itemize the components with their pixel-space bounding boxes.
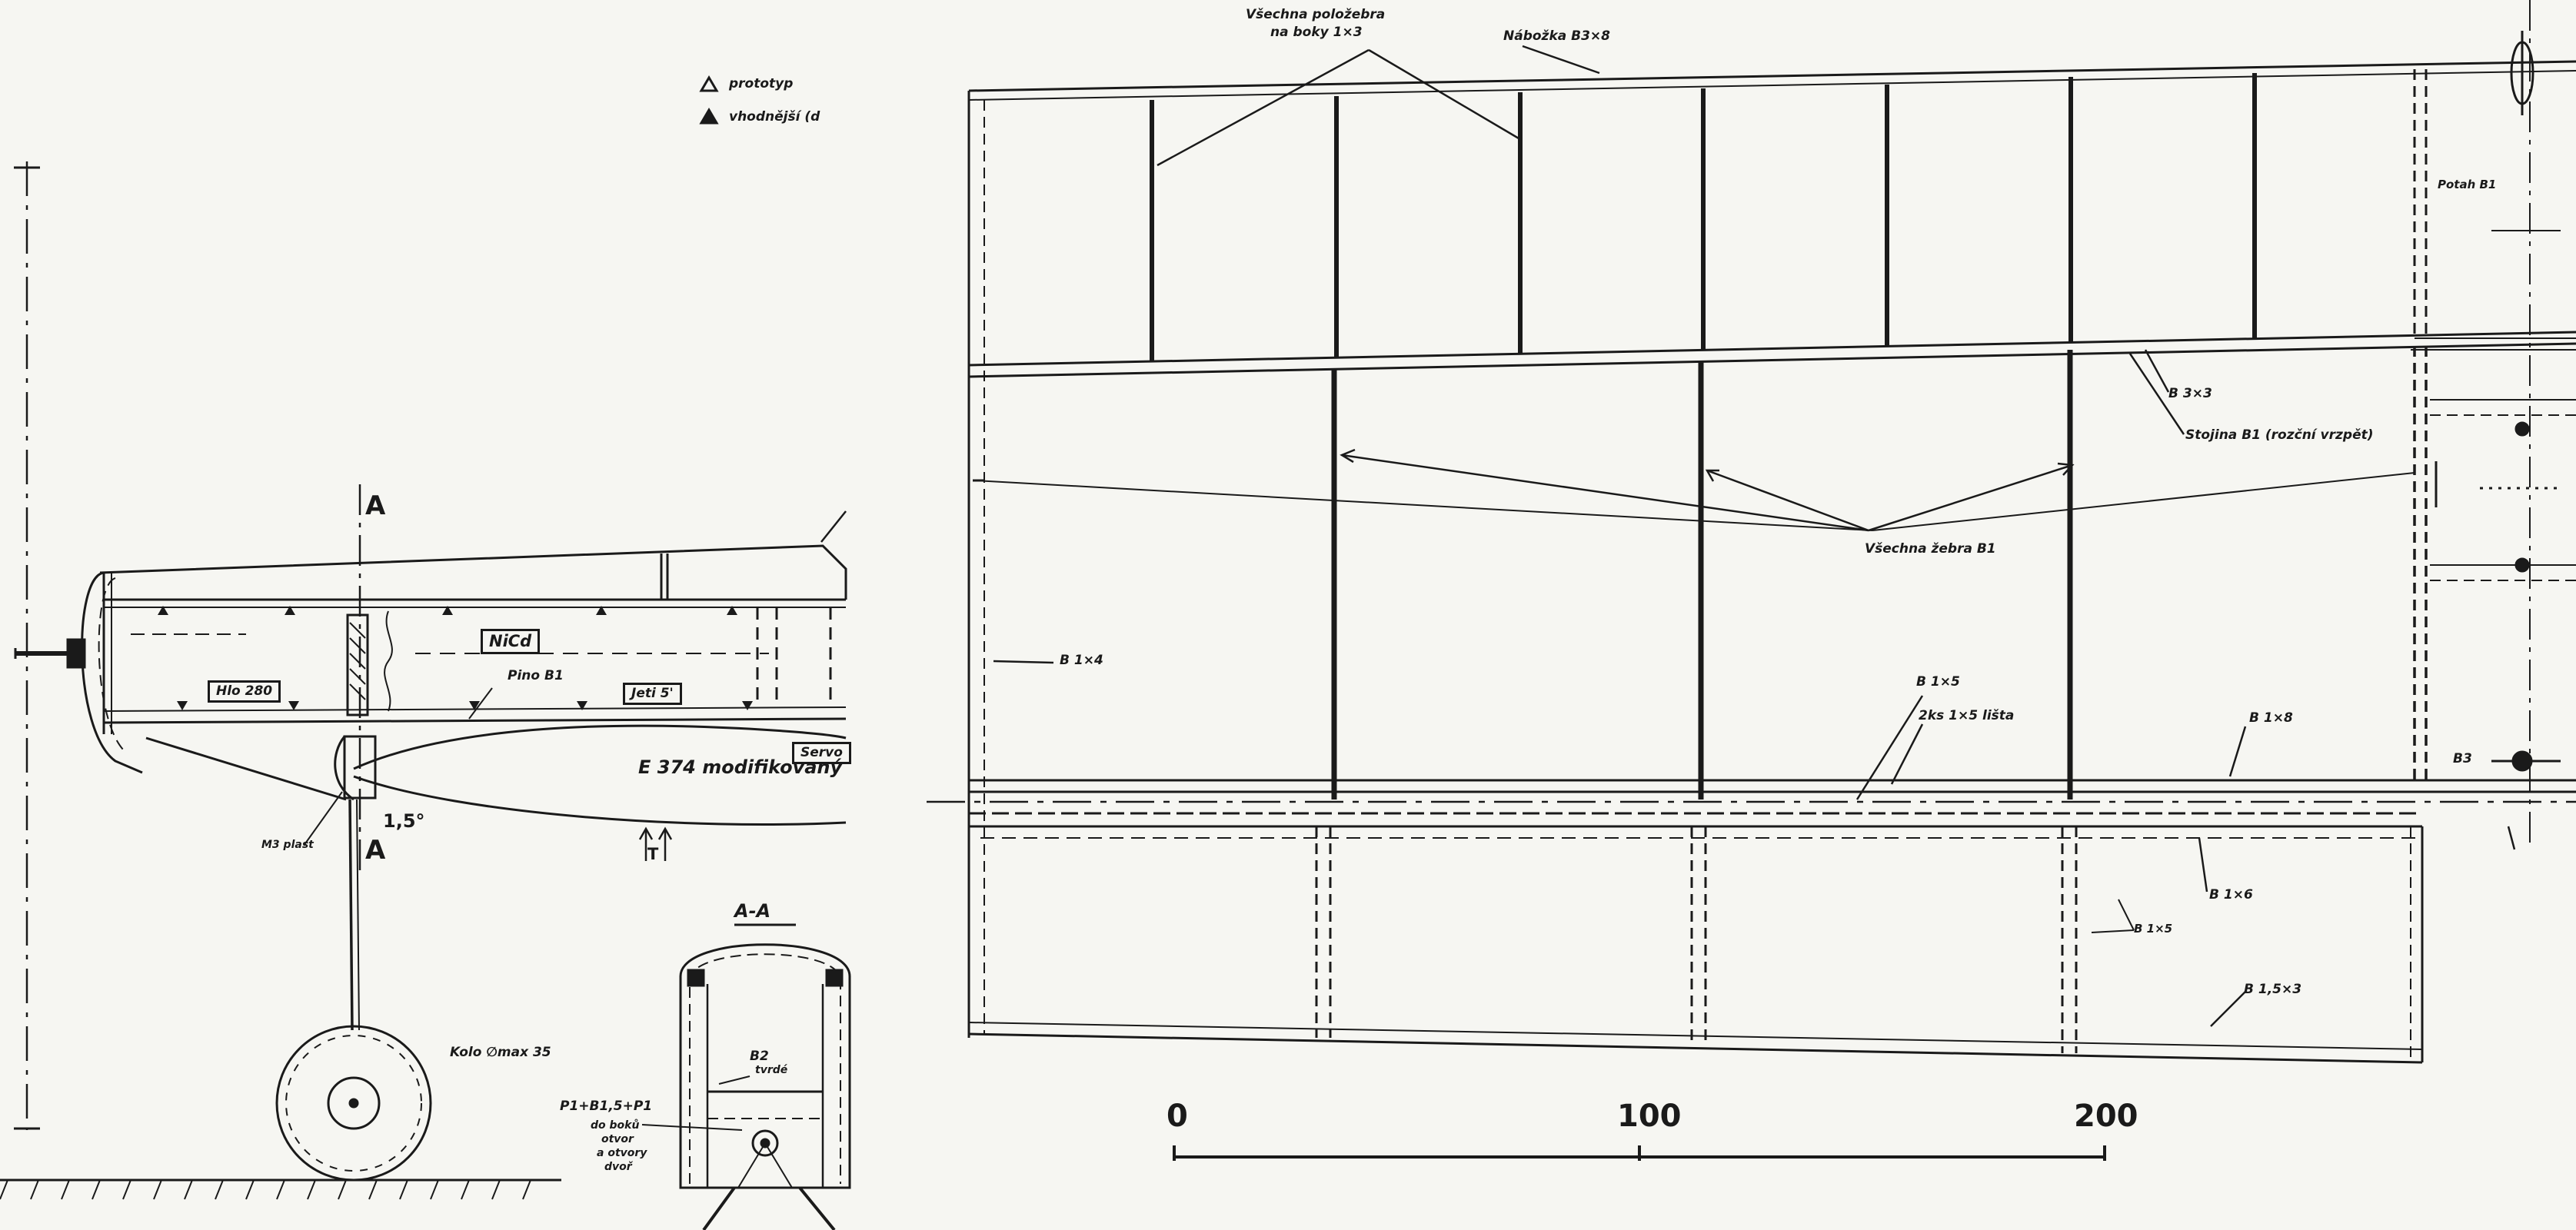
ribs-label: Všechna žebra B1 xyxy=(1865,541,1996,557)
p-label: P1+B1,5+P1 xyxy=(560,1099,653,1114)
airfoil-label: E 374 modifikovaný xyxy=(638,756,843,778)
pine-label: Pino B1 xyxy=(508,668,564,683)
jet-label: Jeti 5' xyxy=(623,683,682,705)
b15x3-label: B 1,5×3 xyxy=(2244,982,2302,997)
nicd-label: NiCd xyxy=(481,629,541,655)
legend-prototype-label: prototyp xyxy=(729,76,794,91)
scale-tick-100: 100 xyxy=(1617,1099,1682,1134)
b1x5-label: B 1×5 xyxy=(1916,674,1960,690)
vertical-axis xyxy=(14,161,40,1130)
servo-label: Servo xyxy=(792,742,851,764)
cg-label: T xyxy=(647,845,659,863)
b1x8-label: B 1×8 xyxy=(2249,710,2293,726)
b1x4-label: B 1×4 xyxy=(1060,653,1103,668)
b2-label: B2 xyxy=(750,1049,769,1064)
legend-suitable-label: vhodnější (d xyxy=(729,109,820,125)
section-a-a xyxy=(641,923,851,1230)
p-note-2: otvor xyxy=(601,1133,634,1145)
wheel-label: Kolo ∅max 35 xyxy=(450,1045,551,1060)
half-ribs-label: Všechna položebra xyxy=(1246,7,1386,22)
scale-tick-200: 200 xyxy=(2074,1099,2138,1134)
two-pcs-label: 2ks 1×5 lišta xyxy=(1919,708,2015,723)
b3x3-label: B 3×3 xyxy=(2168,386,2212,401)
angle-label: 1,5° xyxy=(383,810,425,832)
b2-sub-label: tvrdé xyxy=(755,1064,788,1076)
p-note-1: do boků xyxy=(591,1119,640,1132)
scale-tick-0: 0 xyxy=(1167,1099,1188,1134)
legend-symbols xyxy=(699,75,719,125)
stojina-label: Stojina B1 (rozční vrzpět) xyxy=(2185,427,2374,443)
section-title: A-A xyxy=(734,900,771,922)
cut-mark-a-top: A xyxy=(365,490,386,521)
b1x5-lower-label: B 1×5 xyxy=(2134,922,2173,936)
half-ribs-label-2: na boky 1×3 xyxy=(1270,25,1363,40)
p-note-4: dvoř xyxy=(604,1161,632,1173)
scale-bar xyxy=(1173,1145,2106,1161)
p-note-3: a otvory xyxy=(597,1147,647,1159)
potah-label: Potah B1 xyxy=(2438,178,2497,191)
motor-label: Hlo 280 xyxy=(208,680,281,703)
fuselage-side-view xyxy=(0,484,847,1200)
b3-label: B3 xyxy=(2453,751,2472,766)
screw-label: M3 plast xyxy=(261,839,314,851)
cut-mark-a-bottom: A xyxy=(365,835,386,866)
wing-plan-view xyxy=(927,0,2576,1064)
b1x6-label: B 1×6 xyxy=(2209,887,2253,903)
spar-top-label: Nábožka B3×8 xyxy=(1503,28,1610,44)
